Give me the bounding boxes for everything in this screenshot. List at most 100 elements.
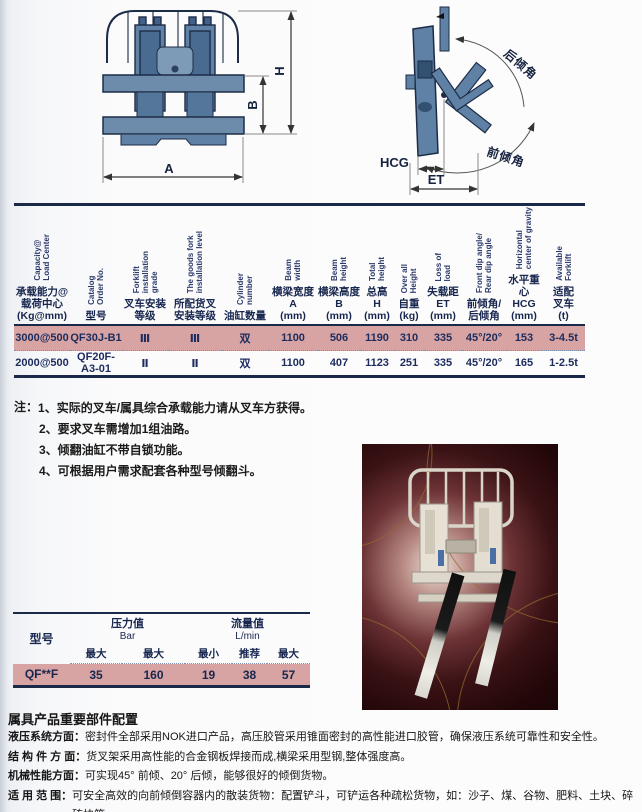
center-pin	[171, 65, 179, 73]
mast-extension	[439, 6, 450, 52]
hcg-label: HCG	[380, 155, 409, 170]
mini-data-row: QF**F 35 160 19 38 57	[13, 663, 310, 687]
col-loss-of-load-en: Loss of load	[434, 252, 452, 281]
col-tilt-angles-zh: 前倾角/ 后倾角	[466, 298, 502, 322]
config-title: 属具产品重要部件配置	[8, 712, 139, 727]
col-cylinder-number-zh: 油缸数量	[224, 310, 266, 322]
photo-carriage	[411, 501, 513, 603]
spec-cell: 双	[222, 325, 268, 351]
dim-h-label: H	[272, 66, 287, 75]
spec-cell: Ⅱ	[141, 357, 149, 370]
flow-unit: L/min	[235, 631, 260, 642]
spec-cell: QF20F-A3-01	[77, 351, 115, 375]
config-row-structure: 结 构 件 方 面： 货叉架采用高性能的合金钢板焊接而成,横梁采用型钢,整体强度…	[8, 748, 636, 768]
col-capacity-zh: 承载能力@ 载荷中心 (Kg@mm)	[15, 286, 69, 322]
side-view-drawing: 后倾角 前倾角 HCG ET	[380, 6, 541, 195]
flow-sub-max: 最大	[267, 644, 310, 664]
col-tilt-angles: Front dip angle/ Rear dip angle 前倾角/ 后倾角	[462, 204, 506, 326]
flow-group-title: 流量值	[231, 618, 264, 630]
notes-block: 注： 1、实际的叉车/属具综合承载能力请从叉车方获得。 2、要求叉车需增加1组油…	[14, 398, 374, 482]
spec-cell: Ⅲ	[168, 325, 222, 351]
photo-guard-rail	[408, 468, 514, 528]
config-text: 可安全高效的向前倾倒容器内的散装货物：配置铲斗，可铲运各种疏松货物，如：沙子、煤…	[72, 789, 634, 812]
right-lower-cylinder	[186, 91, 214, 118]
upper-crossbar	[102, 74, 245, 93]
spec-cell: 1123	[365, 357, 389, 369]
col-total-height: Total height 总高 H (mm)	[360, 204, 394, 326]
photo-forks	[414, 568, 517, 699]
col-total-height-zh: 总高 H (mm)	[364, 286, 390, 322]
spec-cell: 310	[394, 325, 424, 351]
mini-model-value: QF**F	[13, 663, 70, 687]
pressure-sub-max1: 最大	[70, 644, 122, 664]
flow-sub-rec: 推荐	[232, 644, 267, 664]
col-beam-width-en: Beam width	[284, 259, 302, 281]
spec-cell: Ⅲ	[122, 325, 168, 351]
front-view-drawing: A B H	[102, 10, 297, 183]
et-label: ET	[428, 172, 445, 187]
mini-subheader-row: 最大 最大 最小 推荐 最大	[13, 644, 310, 664]
pivot-boss	[418, 102, 432, 112]
spec-row-qf30j: 3000@500 QF30J-B1 Ⅲ Ⅲ 双 1100 506 1190 31…	[14, 325, 585, 351]
col-beam-width: Beam width 横梁宽度 A (mm)	[268, 204, 318, 326]
config-label: 适 用 范 围：	[8, 789, 73, 802]
col-beam-width-zh: 横梁宽度 A (mm)	[272, 286, 314, 322]
col-loss-of-load: Loss of load 失载距 ET (mm)	[424, 204, 462, 326]
spec-cell: Ⅱ	[191, 357, 199, 370]
config-row-hydraulic: 液压系统方面： 密封件全部采用NOK进口产品，高压胶管采用锥面密封的高性能进口胶…	[8, 728, 636, 748]
col-forklift-grade-en: Forklift installation grade	[131, 250, 159, 293]
spec-cell: 45°/20°	[465, 357, 503, 369]
notes-label: 注：	[14, 400, 39, 414]
col-self-weight-en: Over all Height	[400, 263, 418, 293]
spec-cell: 165	[514, 357, 534, 369]
config-label: 结 构 件 方 面：	[8, 750, 87, 763]
carriage-plate	[412, 25, 439, 157]
col-self-weight: Over all Height 自重 (kg)	[394, 204, 424, 326]
pressure-group-title: 压力值	[111, 618, 144, 630]
spec-cell: 251	[399, 357, 419, 369]
config-text: 密封件全部采用NOK进口产品，高压胶管采用锥面密封的高性能进口胶管，确保液压系统…	[85, 731, 604, 743]
spec-cell: 45°/20°	[462, 325, 506, 351]
mini-unit-row: Bar L/min	[13, 631, 310, 644]
mini-value: 38	[232, 663, 267, 687]
mini-value: 19	[185, 663, 232, 687]
plate-slot	[417, 60, 433, 79]
col-total-height-en: Total height	[368, 257, 386, 281]
flow-sub-min: 最小	[185, 644, 232, 664]
dim-a-label: A	[164, 161, 174, 176]
col-beam-height-zh: 横梁高度 B (mm)	[318, 286, 360, 322]
col-capacity: Capacity@ Load Center 承载能力@ 载荷中心 (Kg@mm)	[14, 204, 70, 326]
col-self-weight-zh: 自重 (kg)	[398, 298, 420, 322]
col-cylinder-number: Cylinder number 油缸数量	[222, 204, 268, 326]
col-available-forklift-zh: 适配 叉车 (t)	[553, 286, 574, 322]
spec-cell: 2000@500	[15, 357, 69, 369]
col-tilt-angles-en: Front dip angle/ Rear dip angle	[475, 233, 493, 293]
col-model: Catalog Order No.型号	[70, 204, 122, 326]
product-photo-art	[362, 444, 558, 710]
top-hook	[436, 13, 444, 19]
spec-cell: 3000@500	[14, 325, 70, 351]
col-hcg-en: Horizontal center of gravity	[515, 206, 533, 269]
mini-value: 160	[122, 663, 185, 687]
config-row-mechanical: 机械性能方面： 可实现45° 前倾、20° 后倾，能够很好的倾倒货物。	[8, 767, 636, 787]
spec-cell: 153	[506, 325, 542, 351]
col-cylinder-number-en: Cylinder number	[236, 272, 254, 305]
pressure-flow-table: 型号 压力值 流量值 Bar L/min 最大 最大 最小 推荐 最大 QF**…	[13, 612, 310, 688]
rear-tilt-label: 后倾角	[501, 46, 541, 83]
col-fork-level-en: The goods fork installation level	[186, 230, 204, 293]
pressure-sub-max2: 最大	[122, 644, 185, 664]
col-model-en: Catalog Order No.	[87, 268, 105, 305]
col-capacity-en: Capacity@ Load Center	[33, 234, 51, 281]
col-fork-level-zh: 所配货叉 安装等级	[174, 298, 216, 322]
spec-cell: QF30J-B1	[70, 325, 122, 351]
spec-cell: 3-4.5t	[542, 325, 585, 351]
spec-cell: 506	[318, 325, 360, 351]
config-label: 液压系统方面：	[8, 731, 85, 743]
spec-cell: 1-2.5t	[549, 357, 578, 369]
col-loss-of-load-zh: 失载距 ET (mm)	[427, 286, 459, 322]
